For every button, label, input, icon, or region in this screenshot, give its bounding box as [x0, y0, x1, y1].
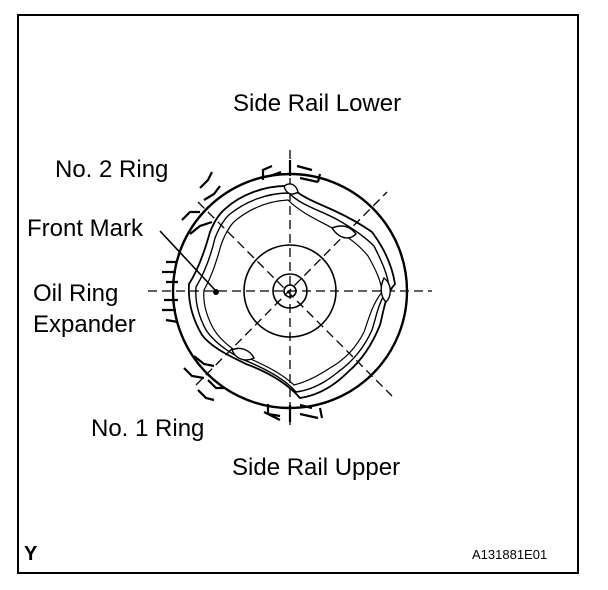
gap-marker-lower-left-1 — [183, 367, 205, 380]
label-no2-ring: No. 2 Ring — [55, 156, 169, 183]
diagonal-line-down — [197, 201, 393, 397]
label-side-rail-lower: Side Rail Lower — [233, 90, 402, 117]
ring-outline-2 — [195, 192, 390, 393]
gap-marker-top-right — [296, 164, 322, 184]
ring-outline-1 — [187, 185, 396, 399]
ring-gap-right — [380, 276, 391, 303]
gap-marker-left-upper — [162, 260, 178, 284]
gap-marker-bottom-right — [299, 403, 324, 420]
gap-marker-bottom-left — [263, 404, 281, 421]
gap-marker-upper-left-3 — [199, 171, 213, 189]
figure-code: A131881E01 — [472, 547, 548, 562]
gap-marker-upper-left-1 — [181, 210, 200, 221]
label-front-mark: Front Mark — [27, 215, 144, 242]
front-mark-dot — [213, 289, 219, 295]
label-no1-ring: No. 1 Ring — [91, 415, 205, 442]
ring-gap-upper-right — [330, 225, 357, 239]
diagonal-line-up — [195, 191, 388, 386]
label-side-rail-upper: Side Rail Upper — [232, 454, 401, 481]
gap-marker-top-left — [261, 164, 282, 180]
label-oil-ring-line2: Expander — [33, 311, 136, 338]
gap-marker-lower-left-4 — [207, 379, 224, 390]
gap-marker-left-lower — [162, 298, 179, 324]
label-oil-ring-line1: Oil Ring — [33, 280, 119, 307]
gap-marker-upper-left-4 — [203, 185, 221, 201]
front-mark-leader — [159, 230, 216, 291]
ring-gap-lower-left — [231, 347, 255, 361]
gap-marker-lower-left-3 — [197, 389, 215, 402]
ring-gap-top — [283, 183, 299, 195]
corner-letter: Y — [24, 543, 38, 565]
figure-frame — [17, 14, 579, 574]
gap-marker-upper-left-2 — [189, 220, 213, 235]
gap-marker-lower-left-2 — [193, 355, 215, 368]
